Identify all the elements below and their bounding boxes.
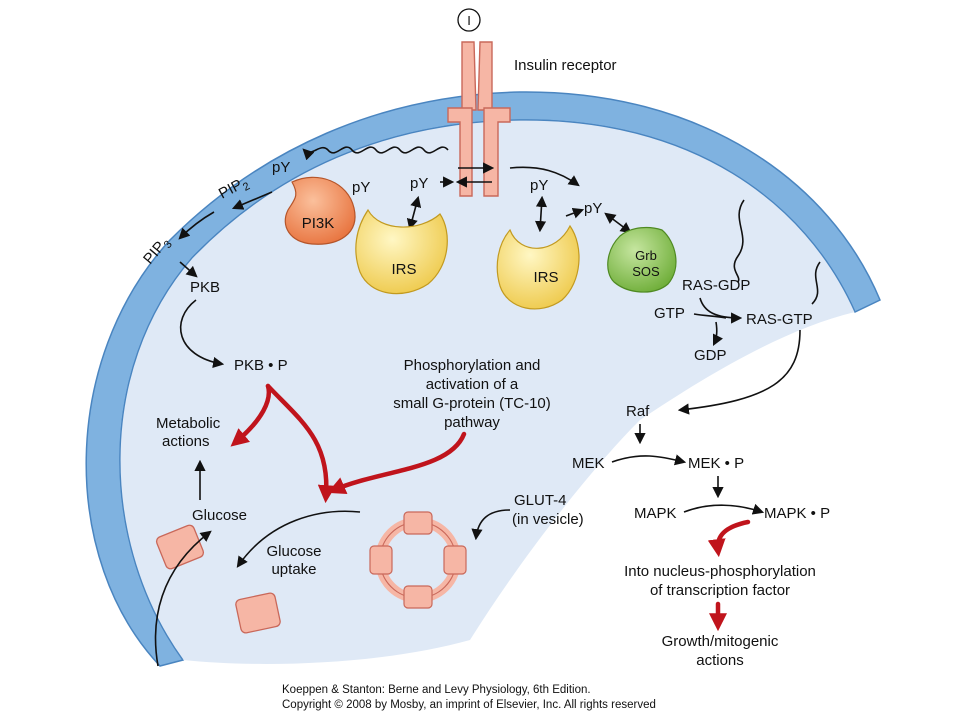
pi3k-protein: PI3K pY xyxy=(272,159,356,245)
irs-right-py-label: pY xyxy=(530,177,548,194)
metabolic-actions-line1: Metabolic xyxy=(156,415,221,432)
gtp-to-ras-gtp-arrow xyxy=(693,313,727,319)
irs-right-to-grb-arrow xyxy=(565,207,585,219)
irs-right-label: IRS xyxy=(533,269,558,286)
credit-line1: Koeppen & Stanton: Berne and Levy Physio… xyxy=(282,684,591,696)
glut4-transporter-left xyxy=(369,545,393,575)
mapk-pathway: Raf MEK MEK • P MAPK MAPK • P xyxy=(572,403,830,522)
ras-gtp-to-raf-arrow xyxy=(677,329,801,415)
receptor-beta-left xyxy=(447,107,473,197)
glucose-label: Glucose xyxy=(192,507,247,524)
tc10-line3: small G-protein (TC-10) xyxy=(393,395,551,412)
growth-line2: actions xyxy=(696,652,744,669)
insulin-ligand-label: I xyxy=(467,13,471,28)
glut4-line2: (in vesicle) xyxy=(512,511,584,528)
glucose-uptake-arrow xyxy=(236,510,361,568)
mek-p-label: MEK • P xyxy=(688,455,744,472)
mek-to-mekp-arrow xyxy=(611,454,687,466)
glut4-transporter-right xyxy=(443,545,467,575)
pkbp-to-glut4-red-arrow xyxy=(265,383,336,504)
irs-left-py2-label: pY xyxy=(410,175,428,192)
irs-right-arrow xyxy=(534,195,548,233)
insulin-receptor-label: Insulin receptor xyxy=(514,57,617,74)
glucose-transporter-upper xyxy=(155,524,205,570)
receptor-pi3k-wavy-line xyxy=(302,146,449,161)
pi3k-shape xyxy=(284,176,356,245)
receptor-alpha-right xyxy=(477,41,493,111)
ras-gtp-label: RAS-GTP xyxy=(746,311,813,328)
pkb-label: PKB xyxy=(190,279,220,296)
insulin-ligand-circle xyxy=(457,8,481,32)
ras-gdp-label: RAS-GDP xyxy=(682,277,750,294)
tc10-line1: Phosphorylation and xyxy=(404,357,541,374)
growth-line1: Growth/mitogenic xyxy=(662,633,779,650)
insulin-ligand: I xyxy=(457,8,481,32)
pi3k-label: PI3K xyxy=(302,215,335,232)
nucleus-line2: of transcription factor xyxy=(650,582,790,599)
mapk-to-mapkp-arrow xyxy=(683,503,765,515)
irs-left-py1-label: pY xyxy=(352,179,370,196)
gtp-label: GTP xyxy=(654,305,685,322)
pi3k-py-label: pY xyxy=(272,159,290,176)
credit-line2: Copyright © 2008 by Mosby, an imprint of… xyxy=(282,699,656,711)
irs-left-label: IRS xyxy=(391,261,416,278)
grb-sos-shape xyxy=(607,226,677,293)
glucose-transporter-upper-body xyxy=(155,524,205,570)
glucose-uptake-line2: uptake xyxy=(271,561,316,578)
receptor-beta-right xyxy=(483,107,511,197)
nucleus-line1: Into nucleus-phosphorylation xyxy=(624,563,816,580)
tc10-to-glut4-red-arrow xyxy=(327,431,467,494)
tc10-pathway-text: Phosphorylation and activation of a smal… xyxy=(393,357,551,431)
grb-py-label: pY xyxy=(584,200,602,217)
receptor-alpha-left xyxy=(461,41,477,111)
grb-label: Grb xyxy=(635,248,657,263)
pkbp-to-metabolic-red-arrow xyxy=(230,383,272,447)
glut4-transporter-top xyxy=(403,511,433,535)
metabolic-actions-line2: actions xyxy=(162,433,210,450)
tc10-line2: activation of a xyxy=(426,376,519,393)
irs-left-shape xyxy=(355,208,448,295)
pip2-to-pip3-arrow xyxy=(178,211,215,240)
pkb-to-pkbp-arrow xyxy=(179,299,225,368)
pkb-p-label: PKB • P xyxy=(234,357,288,374)
raf-label: Raf xyxy=(626,403,650,420)
gdp-label: GDP xyxy=(694,347,727,364)
extracellular-glucose-curve xyxy=(154,530,212,667)
mapkp-to-nucleus-red-arrow xyxy=(707,519,751,558)
ras-cycle: RAS-GDP GTP RAS-GTP GDP xyxy=(654,277,813,415)
insulin-receptor: Insulin receptor xyxy=(447,41,617,197)
mapk-label: MAPK xyxy=(634,505,677,522)
mapk-p-label: MAPK • P xyxy=(764,505,830,522)
mek-label: MEK xyxy=(572,455,605,472)
ras-gdp-membrane-anchor xyxy=(733,199,745,283)
tc10-line4: pathway xyxy=(444,414,500,431)
glut4-vesicle xyxy=(369,511,467,609)
irs-left-arrow xyxy=(406,195,422,231)
grb-sos-complex: pY Grb SOS xyxy=(565,200,677,293)
glut4-label-arrow xyxy=(471,509,511,541)
irs-protein-right: pY IRS xyxy=(496,177,580,310)
irs-right-shape xyxy=(496,224,580,310)
pip3-to-pkb-arrow xyxy=(179,261,198,278)
glucose-transporter-lower-body xyxy=(235,592,281,634)
pi3k-to-pip2-arrow xyxy=(231,191,273,210)
glut4-transporter-bottom xyxy=(403,585,433,609)
sos-label: SOS xyxy=(632,264,660,279)
irs-protein-left: pY pY IRS xyxy=(352,175,455,295)
ras-gtp-membrane-anchor xyxy=(811,261,821,305)
glucose-transporter-lower xyxy=(235,592,281,634)
membrane-inner-edge xyxy=(119,119,856,661)
glucose-uptake-line1: Glucose xyxy=(266,543,321,560)
ras-gdp-to-ras-gtp-arrow xyxy=(699,297,743,324)
receptor-to-right-irs-arrow xyxy=(509,166,580,187)
ras-to-gdp-arrow xyxy=(712,321,724,347)
glut4-line1: GLUT-4 xyxy=(514,492,567,509)
py-to-grb-arrow xyxy=(604,212,632,234)
